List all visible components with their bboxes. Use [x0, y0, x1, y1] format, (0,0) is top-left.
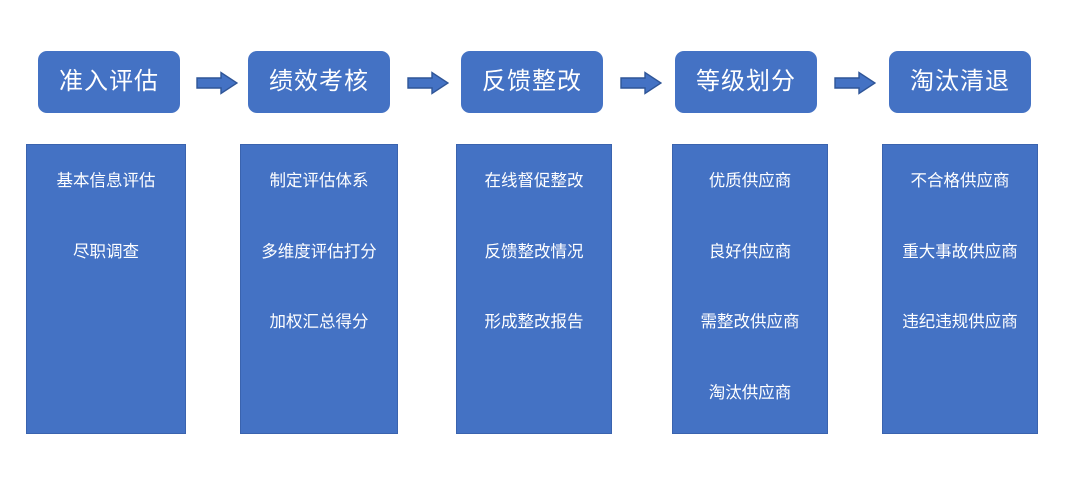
stage-item: 良好供应商: [708, 242, 792, 261]
stage-item: 基本信息评估: [56, 172, 156, 190]
right-block-arrow-icon: [196, 71, 238, 95]
stage-item: 重大事故供应商: [902, 242, 1018, 261]
right-block-arrow-icon: [620, 71, 662, 95]
stage-header-1[interactable]: 准入评估: [38, 51, 180, 113]
stage-item: 优质供应商: [708, 172, 792, 190]
stage-header-4[interactable]: 等级划分: [675, 51, 817, 113]
stage-item: 加权汇总得分: [269, 313, 369, 331]
stage-item: 需整改供应商: [700, 313, 800, 331]
stage-header-label: 反馈整改: [482, 68, 582, 95]
stage-header-label: 等级划分: [696, 68, 796, 95]
stage-body-3: 在线督促整改反馈整改情况形成整改报告: [456, 144, 612, 434]
stage-header-2[interactable]: 绩效考核: [248, 51, 390, 113]
stage-item: 尽职调查: [73, 242, 139, 261]
stage-header-label: 绩效考核: [269, 68, 369, 95]
stage-header-5[interactable]: 淘汰清退: [889, 51, 1031, 113]
stage-body-1: 基本信息评估尽职调查: [26, 144, 186, 434]
stage-header-label: 准入评估: [59, 68, 159, 95]
stage-item: 形成整改报告: [484, 313, 584, 331]
stage-item: 制定评估体系: [269, 172, 369, 190]
stage-body-2: 制定评估体系多维度评估打分加权汇总得分: [240, 144, 398, 434]
stage-item: 违纪违规供应商: [902, 313, 1018, 331]
stage-body-4: 优质供应商良好供应商需整改供应商淘汰供应商: [672, 144, 828, 434]
stage-item: 多维度评估打分: [261, 242, 377, 261]
stage-header-label: 淘汰清退: [910, 68, 1010, 95]
stage-header-3[interactable]: 反馈整改: [461, 51, 603, 113]
right-block-arrow-icon: [834, 71, 876, 95]
stage-item: 淘汰供应商: [708, 383, 792, 402]
stage-body-5: 不合格供应商重大事故供应商违纪违规供应商: [882, 144, 1038, 434]
stage-item: 不合格供应商: [910, 172, 1010, 190]
right-block-arrow-icon: [407, 71, 449, 95]
stage-item: 反馈整改情况: [484, 242, 584, 261]
stage-item: 在线督促整改: [484, 172, 584, 190]
